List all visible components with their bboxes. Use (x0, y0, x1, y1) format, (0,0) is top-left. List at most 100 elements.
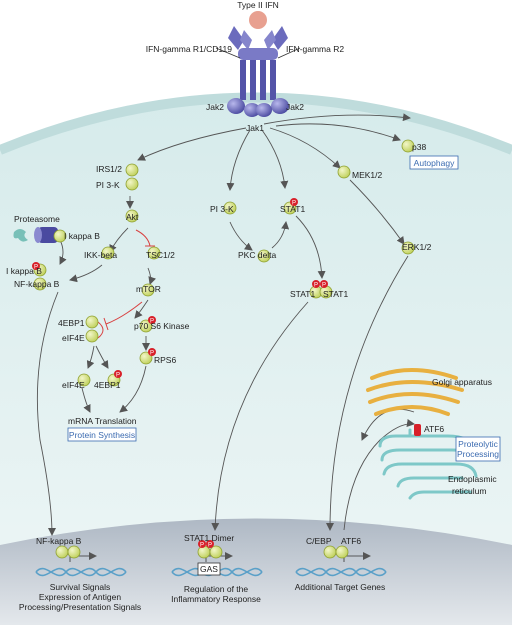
golgi-apparatus-icon (366, 368, 464, 416)
labels: Type II IFN IFN-gamma R1/CD119 IFN-gamma… (6, 0, 499, 612)
ikappab-proteasome-label: I kappa B (64, 231, 100, 241)
p-stat1-dimer-a-marker: P (312, 280, 320, 289)
nfkappab-nuc-b-node (67, 545, 81, 559)
irs-label: IRS1/2 (96, 164, 122, 174)
mtor-node (141, 283, 155, 297)
autophagy-label: Autophagy (414, 158, 455, 168)
ifn-gamma-ligand (249, 11, 267, 29)
p-stat1-dimer-b-marker: P (320, 280, 328, 289)
4ebp1-a-node (85, 315, 99, 329)
receptor-complex (215, 11, 301, 100)
p-4ebp1-b-label: P (116, 373, 120, 379)
nucleus (0, 518, 512, 625)
proteolytic-label: Proteolytic (458, 439, 498, 449)
pkc-delta-node (257, 249, 271, 263)
proteasome-label: Proteasome (14, 214, 60, 224)
cebp-label: C/EBP (306, 536, 332, 546)
er-label-line1: Endoplasmic (448, 474, 497, 484)
nfkappab-cyto-node (33, 277, 47, 291)
arrows (36, 113, 415, 536)
regulation-label-2: Inflammatory Response (171, 594, 261, 604)
p-p70s6k-label: P (150, 319, 154, 325)
stat1-mono-label: STAT1 (280, 204, 305, 214)
eif4e-b-label: eIF4E (62, 380, 85, 390)
jak-complex (227, 98, 289, 117)
proteasome-icon (13, 227, 58, 243)
rps6-label: RPS6 (154, 355, 176, 365)
stat1-nuc-b-node (209, 545, 223, 559)
survival-label-1: Survival Signals (50, 582, 110, 592)
atf6-er-label: ATF6 (424, 424, 444, 434)
eif4e-b-node (77, 373, 91, 387)
4ebp1-a-label: 4EBP1 (58, 318, 85, 328)
er-label-line2: reticulum (452, 486, 486, 496)
atf6-nuc-node (335, 545, 349, 559)
receptor-r2-label: IFN-gamma R2 (286, 44, 344, 54)
regulation-label-1: Regulation of the (184, 584, 249, 594)
p-ikappab-label: P (34, 265, 38, 271)
processing-label: Processing (457, 449, 499, 459)
p-4ebp1-b-marker: P (114, 370, 122, 379)
p-stat1-nuc-b-marker: P (206, 540, 214, 549)
tsc-node (147, 246, 161, 260)
atf6-nuc-label: ATF6 (341, 536, 361, 546)
jak2-right-label: Jak2 (286, 102, 304, 112)
p-stat1-dimer-b-label: P (322, 283, 326, 289)
p-stat1-nuc-a-marker: P (198, 540, 206, 549)
eif4e-a-node (85, 329, 99, 343)
p-ikappab-marker: P (32, 262, 40, 271)
receptor-r1-label: IFN-gamma R1/CD119 (146, 44, 233, 54)
protein-synthesis-box (67, 427, 137, 442)
mrna-translation-label: mRNA Translation (68, 416, 137, 426)
cebp-node (323, 545, 337, 559)
erk-label: ERK1/2 (402, 242, 432, 252)
p-rps6-marker: P (148, 348, 156, 357)
pi3k-left-node (125, 177, 139, 191)
protein-synthesis-label: Protein Synthesis (69, 430, 135, 440)
tsc-label: TSC1/2 (146, 250, 175, 260)
p38-node (401, 139, 415, 153)
jak2-left-label: Jak2 (206, 102, 224, 112)
pi3k-mid-label: PI 3-K (210, 204, 234, 214)
additional-label: Additional Target Genes (295, 582, 386, 592)
irs-node (125, 163, 139, 177)
eif4e-a-label: eIF4E (62, 333, 85, 343)
autophagy-box (409, 155, 459, 170)
p-rps6-label: P (150, 351, 154, 357)
proteolytic-processing-box (455, 436, 501, 462)
rps6-node (139, 351, 153, 365)
erk-node (401, 241, 415, 255)
stat1-dimer-nuc-label: STAT1 Dimer (184, 533, 234, 543)
p-stat1-mono-marker: P (290, 198, 298, 207)
survival-label-3: Processing/Presentation Signals (19, 602, 141, 612)
p-p70s6k-marker: P (148, 316, 156, 325)
p-stat1-dimer-a-label: P (314, 283, 318, 289)
nfkappab-nuc-label: NF-kappa B (36, 536, 82, 546)
p-stat1-nuc-b-label: P (208, 543, 212, 549)
protein-nodes (33, 139, 415, 559)
akt-label: Akt (126, 212, 139, 222)
p38-label: p38 (412, 142, 426, 152)
ikappab-label: I kappa B (6, 266, 42, 276)
mek-label: MEK1/2 (352, 170, 383, 180)
stat1-dimer-a-label: STAT1 (290, 289, 315, 299)
gas-box (197, 562, 221, 576)
mtor-label: mTOR (136, 284, 161, 294)
p70s6k-label: p70 S6 Kinase (134, 321, 190, 331)
survival-label-2: Expression of Antigen (39, 592, 121, 602)
ikk-beta-node (101, 246, 115, 260)
pi3k-left-label: PI 3-K (96, 180, 120, 190)
cytoplasm (0, 97, 512, 625)
p70s6k-node (139, 319, 153, 333)
pi3k-mid-node (223, 201, 237, 215)
4ebp1-b-label: 4EBP1 (94, 380, 121, 390)
mek-node (337, 165, 351, 179)
nfkappab-nuc-a-node (55, 545, 69, 559)
ikappab-proteasome-node (53, 229, 67, 243)
ikk-beta-label: IKK-beta (84, 250, 117, 260)
ligand-label: Type II IFN (237, 0, 279, 10)
inhibition-lines (97, 229, 155, 339)
